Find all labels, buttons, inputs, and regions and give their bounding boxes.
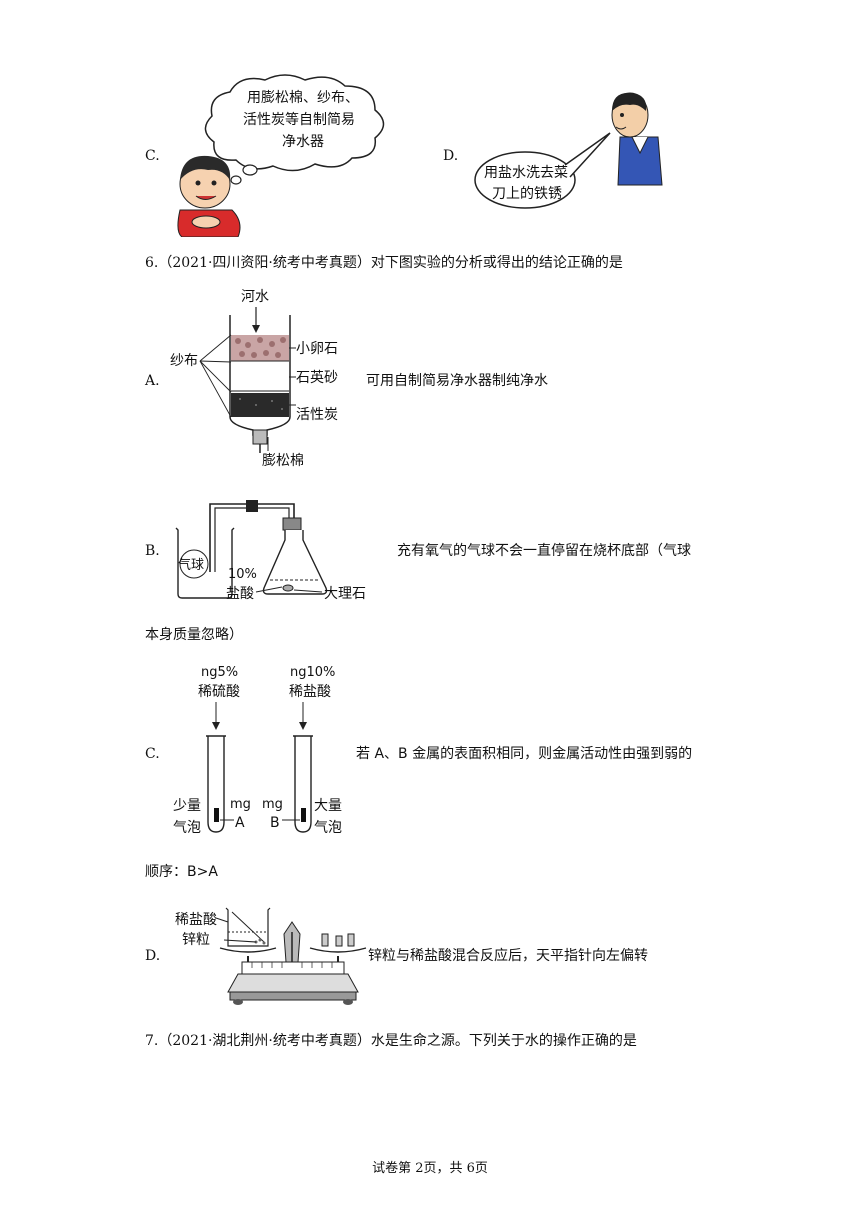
q6-option-a-text: 可用自制简易净水器制纯净水: [366, 373, 548, 389]
q6-option-c-text-cont: 顺序：B>A: [145, 864, 218, 880]
q6-option-b-label: B.: [145, 543, 160, 559]
q6-option-d-text: 锌粒与稀盐酸混合反应后，天平指针向左偏转: [368, 948, 648, 964]
balance-zinc-label: 锌粒: [182, 932, 210, 948]
right-test-tube: [294, 736, 312, 833]
balance-acid-label: 稀盐酸: [175, 912, 217, 928]
acid-label: 盐酸: [226, 586, 254, 602]
balloon-label: 气球: [178, 557, 204, 573]
thought-bubble: [204, 74, 385, 172]
test-tube-experiment-figure: ng5% 稀硫酸 ng10% 稀盐酸 少量 气泡 mg A mg B 大量 气泡: [173, 665, 342, 836]
balloon-experiment-figure: 气球 10% 盐酸 大理石: [175, 500, 366, 602]
page-footer: 试卷第 2页，共 6页: [372, 1161, 488, 1176]
river-water-label: 河水: [241, 289, 269, 305]
man-icon: [611, 92, 663, 186]
balance-experiment-figure: 稀盐酸 锌粒: [175, 907, 367, 1005]
speaking-man-illustration: 用盐水洗去菜 刀上的铁锈: [474, 92, 663, 209]
left-test-tube: [207, 736, 225, 833]
option-c-label: C.: [145, 148, 160, 164]
quartz-sand-label: 石英砂: [296, 369, 338, 386]
q6-option-a-label: A.: [145, 373, 160, 389]
beaker: [175, 527, 235, 599]
conical-flask: [262, 530, 328, 595]
q6-option-d-label: D.: [145, 948, 161, 964]
metal-b-label: B: [270, 815, 280, 831]
q6-option-b-text-cont: 本身质量忽略）: [145, 627, 243, 643]
acid-percent-label: 10%: [228, 567, 257, 582]
cotton-label: 膨松棉: [262, 452, 304, 469]
question-7-title: 7.（2021·湖北荆州·统考中考真题）水是生命之源。下列关于水的操作正确的是: [145, 1033, 637, 1049]
pebble-label: 小卵石: [296, 341, 338, 357]
left-acid-amount: ng5%: [201, 665, 238, 680]
activated-carbon-layer: [231, 393, 289, 417]
left-acid-name: 稀硫酸: [198, 684, 240, 700]
left-metal-mass: mg: [230, 797, 251, 812]
q6-option-c-label: C.: [145, 746, 160, 762]
boy-icon: [177, 155, 241, 237]
balance-beaker: [225, 907, 271, 947]
left-bubbles-2: 气泡: [173, 820, 201, 836]
quartz-sand-layer: [231, 363, 289, 391]
balloon: [179, 549, 209, 579]
right-acid-name: 稀盐酸: [289, 684, 331, 700]
speech-bubble: [474, 151, 576, 209]
speech-line-2: 刀上的铁锈: [492, 186, 562, 202]
thought-line-1: 用膨松棉、纱布、: [247, 89, 359, 106]
thinking-boy-illustration: 用膨松棉、纱布、 活性炭等自制简易 净水器: [177, 74, 385, 237]
right-bubbles-1: 大量: [314, 798, 342, 814]
water-purifier-figure: 河水 纱布 小卵石 石英砂 活性炭 膨松棉: [170, 289, 338, 469]
right-bubbles-2: 气泡: [314, 820, 342, 836]
question-6-title: 6.（2021·四川资阳·统考中考真题）对下图实验的分析或得出的结论正确的是: [145, 255, 623, 271]
q6-option-b-text: 充有氧气的气球不会一直停留在烧杯底部（气球: [397, 543, 691, 559]
thought-line-3: 净水器: [282, 134, 324, 150]
option-d-label: D.: [443, 148, 459, 164]
left-bubbles-1: 少量: [173, 798, 201, 814]
right-metal-mass: mg: [262, 797, 283, 812]
q6-option-c-text: 若 A、B 金属的表面积相同，则金属活动性由强到弱的: [356, 746, 693, 762]
thought-line-2: 活性炭等自制简易: [243, 111, 355, 128]
gauze-label: 纱布: [170, 353, 198, 369]
metal-a-label: A: [235, 815, 245, 831]
marble-label: 大理石: [324, 586, 366, 602]
right-acid-amount: ng10%: [290, 665, 335, 680]
activated-carbon-label: 活性炭: [296, 407, 338, 423]
speech-line-1: 用盐水洗去菜: [484, 165, 568, 181]
